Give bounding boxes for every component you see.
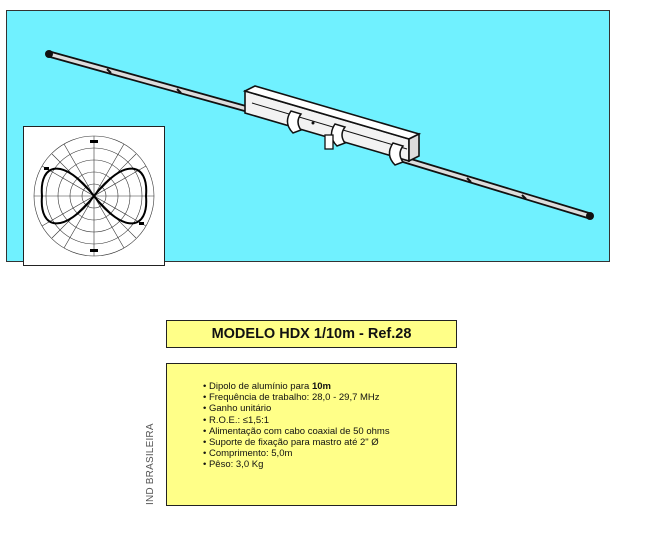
spec-item-weight: Pêso: 3,0 Kg (203, 459, 390, 470)
model-title: MODELO HDX 1/10m - Ref.28 (166, 320, 457, 348)
spec-item-swr: R.O.E.: ≤1,5:1 (203, 415, 390, 426)
manufacturer-side-label: IND BRASILEIRA (145, 423, 156, 505)
radiation-pattern-icon (23, 126, 165, 266)
model-title-text: MODELO HDX 1/10m - Ref.28 (211, 326, 412, 342)
spec-item-frequency: Frequência de trabalho: 28,0 - 29,7 MHz (203, 392, 390, 403)
spec-item-mount: Suporte de fixação para mastro até 2" Ø (203, 437, 390, 448)
spec-item-length: Comprimento: 5,0m (203, 448, 390, 459)
specifications-panel: Dipolo de alumínio para 10m Frequência d… (166, 363, 457, 506)
product-illustration-panel (6, 10, 610, 266)
spec-item-material: Dipolo de alumínio para 10m (203, 381, 390, 392)
dipole-antenna-icon (45, 50, 594, 220)
spec-item-feed: Alimentação com cabo coaxial de 50 ohms (203, 426, 390, 437)
spec-item-gain: Ganho unitário (203, 403, 390, 414)
specifications-list: Dipolo de alumínio para 10m Frequência d… (203, 381, 390, 471)
